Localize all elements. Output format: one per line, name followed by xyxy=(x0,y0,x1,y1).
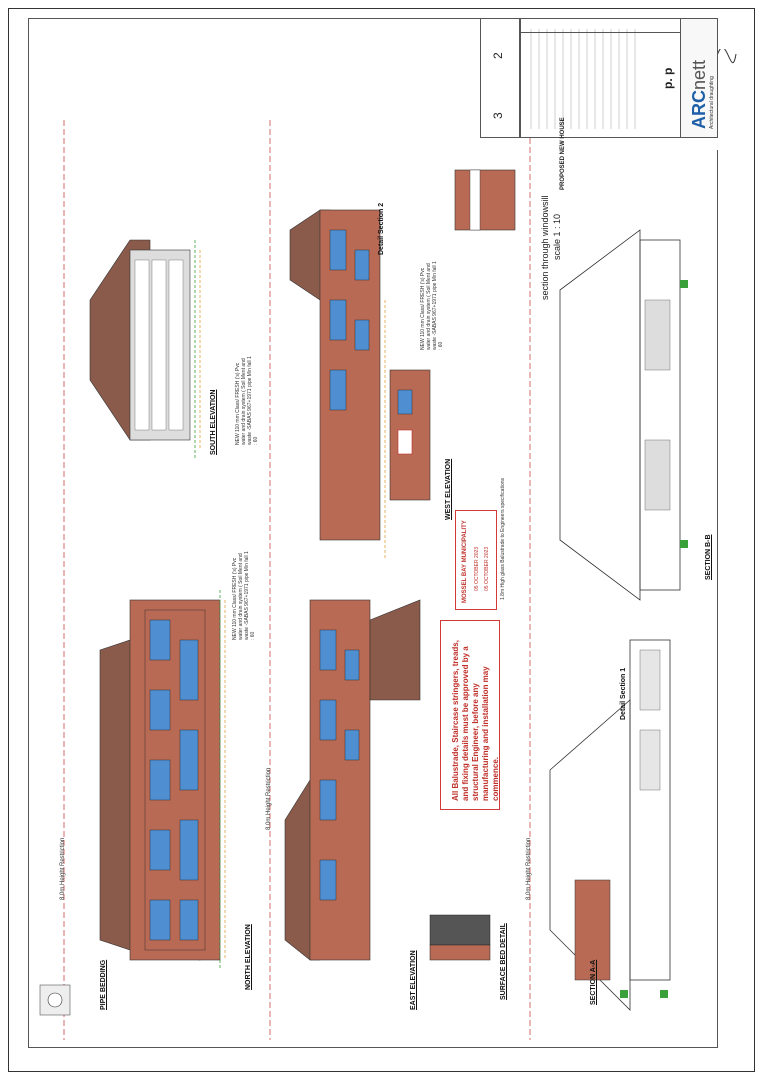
sheet-number-1: 2 xyxy=(491,52,505,59)
engineer-warning-text: All Balustrade, Staircase stringers, tre… xyxy=(451,640,500,801)
drawing-sheet xyxy=(8,8,755,1072)
signature-code: p. p xyxy=(661,67,675,89)
west-elevation-title: WEST ELEVATION xyxy=(445,458,452,520)
north-elevation-drawing xyxy=(99,590,226,970)
east-elevation-drawing xyxy=(284,599,421,961)
west-elevation-drawing xyxy=(289,209,431,560)
drawing-frame xyxy=(28,18,718,1048)
stamp-date-1: 05 OCTOBER 2023 xyxy=(474,546,480,591)
firm-tagline: Architectural draughting xyxy=(709,76,715,129)
engineer-warning-box: All Balustrade, Staircase stringers, tre… xyxy=(440,620,500,810)
section-aa-drawing xyxy=(549,639,671,1011)
stamp-title: MOSSEL BAY MUNICIPALITY xyxy=(462,520,468,603)
east-elevation-title: EAST ELEVATION xyxy=(410,950,417,1010)
title-block-spacer xyxy=(560,138,718,150)
surface-bed-detail-drawing xyxy=(429,914,491,961)
section-bb-drawing xyxy=(559,229,688,601)
pipe-note-1: NEW 110 mm Class/ FRESH ('s) Pvc water a… xyxy=(232,551,256,640)
north-elevation-title: NORTH ELEVATION xyxy=(245,924,252,990)
pipe-note-3: NEW 110 mm Class/ FRESH ('s) Pvc water a… xyxy=(420,261,444,350)
firm-logo: ARCnett xyxy=(689,60,710,129)
glass-balustrade-note: 1.8m High glass Balustrade to Engineers … xyxy=(500,477,506,600)
section-aa-title: SECTION A-A xyxy=(590,959,597,1005)
south-elevation-title: SOUTH ELEVATION xyxy=(210,389,217,455)
surface-bed-title: SURFACE BED DETAIL xyxy=(500,923,507,1000)
detail-section-2-title: Detail Section 2 xyxy=(378,202,385,255)
windowsill-detail-drawing xyxy=(454,169,516,231)
section-bb-title: SECTION B-B xyxy=(705,534,712,581)
height-restriction-label-2: 8.0m Height Restriction xyxy=(266,767,272,830)
pipe-bedding-title: PIPE BEDDING xyxy=(100,959,107,1010)
windowsill-title: section through windowsill xyxy=(540,195,550,300)
sheet-number-2: 3 xyxy=(491,112,505,119)
detail-section-1-title: Detail Section 1 xyxy=(620,667,627,720)
height-restriction-label-1: 8.0m Height Restriction xyxy=(60,837,66,900)
windowsill-scale: scale 1 : 10 xyxy=(552,213,562,260)
municipality-stamp: MOSSEL BAY MUNICIPALITY 05 OCTOBER 2023 … xyxy=(455,510,497,610)
height-restriction-label-3: 8.0m Height Restriction xyxy=(526,837,532,900)
pipe-note-2: NEW 110 mm Class/ FRESH ('s) Pvc water a… xyxy=(235,356,259,445)
sheet-number-cell: 2 3 xyxy=(480,18,520,138)
south-elevation-drawing xyxy=(89,239,201,460)
project-title: PROPOSED NEW HOUSE xyxy=(560,117,566,190)
pipe-bedding-detail-drawing xyxy=(39,984,71,1016)
logo-cell: ARCnett Architectural draughting xyxy=(680,18,718,138)
firm-logo-nett: nett xyxy=(689,59,709,90)
notes-lines xyxy=(530,29,636,129)
stamp-date-2: 05 OCTOBER 2023 xyxy=(484,546,490,591)
firm-logo-arc: ARC xyxy=(689,90,709,129)
height-restriction-lines xyxy=(63,120,531,1040)
